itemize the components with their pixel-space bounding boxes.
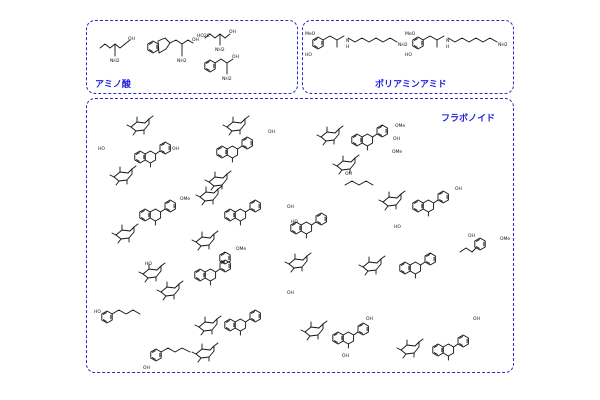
flavonoids-label: フラボノイド bbox=[441, 114, 496, 124]
atom-label: H bbox=[446, 44, 449, 50]
atom-label: OMe bbox=[395, 123, 405, 129]
atom-label: OMe bbox=[500, 236, 510, 242]
flavonoid-structures bbox=[101, 116, 486, 362]
amino-acid-structures bbox=[100, 34, 233, 74]
atom-label: HO bbox=[98, 146, 105, 152]
polyamine-amides-panel: ポリアミンアミド bbox=[302, 20, 514, 94]
atom-label: NH2 bbox=[215, 47, 225, 53]
atom-label: OH bbox=[287, 204, 294, 210]
atom-label: HO bbox=[305, 52, 312, 58]
atom-label: HO bbox=[145, 261, 152, 267]
atom-label: OH bbox=[287, 290, 294, 296]
atom-label: NH2 bbox=[498, 42, 508, 48]
atom-label: OH bbox=[366, 316, 373, 322]
atom-label: OH bbox=[455, 186, 462, 192]
atom-label: OH bbox=[393, 136, 400, 142]
atom-label: OH bbox=[229, 29, 236, 35]
atom-label: OMe bbox=[180, 196, 190, 202]
atom-label: OMe bbox=[392, 149, 402, 155]
atom-label: OH bbox=[342, 353, 349, 359]
atom-label: N bbox=[446, 38, 449, 44]
atom-label: OH bbox=[345, 171, 352, 177]
atom-label: H bbox=[346, 44, 349, 50]
atom-label: OH bbox=[172, 146, 179, 152]
atom-label: HO bbox=[405, 52, 412, 58]
atom-label: HO bbox=[394, 224, 401, 230]
amino-acids-label: アミノ酸 bbox=[95, 80, 131, 90]
atom-label: HO bbox=[291, 219, 298, 225]
polyamine-amides-label: ポリアミンアミド bbox=[375, 80, 447, 90]
atom-label: MeO bbox=[405, 31, 416, 37]
atom-label: NH2 bbox=[398, 42, 408, 48]
atom-label: OH bbox=[143, 365, 150, 371]
atom-label: OH bbox=[268, 129, 275, 135]
polyamine-amide-structures bbox=[312, 36, 497, 50]
atom-label: OH bbox=[128, 36, 135, 42]
atom-label: HO2C bbox=[197, 33, 210, 39]
amino-acids-panel: アミノ酸 bbox=[86, 20, 298, 94]
atom-label: NH2 bbox=[222, 76, 232, 82]
atom-label: N bbox=[346, 38, 349, 44]
atom-label: OMe bbox=[236, 246, 246, 252]
atom-label: OH bbox=[192, 37, 199, 43]
atom-label: OH bbox=[232, 54, 239, 60]
flavonoids-panel: フラボノイド bbox=[86, 98, 514, 373]
atom-label: HO bbox=[94, 309, 101, 315]
atom-label: OH bbox=[468, 233, 475, 239]
atom-label: OH bbox=[473, 316, 480, 322]
atom-label: MeO bbox=[305, 31, 316, 37]
atom-label: NH2 bbox=[177, 58, 187, 64]
atom-label: NH2 bbox=[110, 58, 120, 64]
